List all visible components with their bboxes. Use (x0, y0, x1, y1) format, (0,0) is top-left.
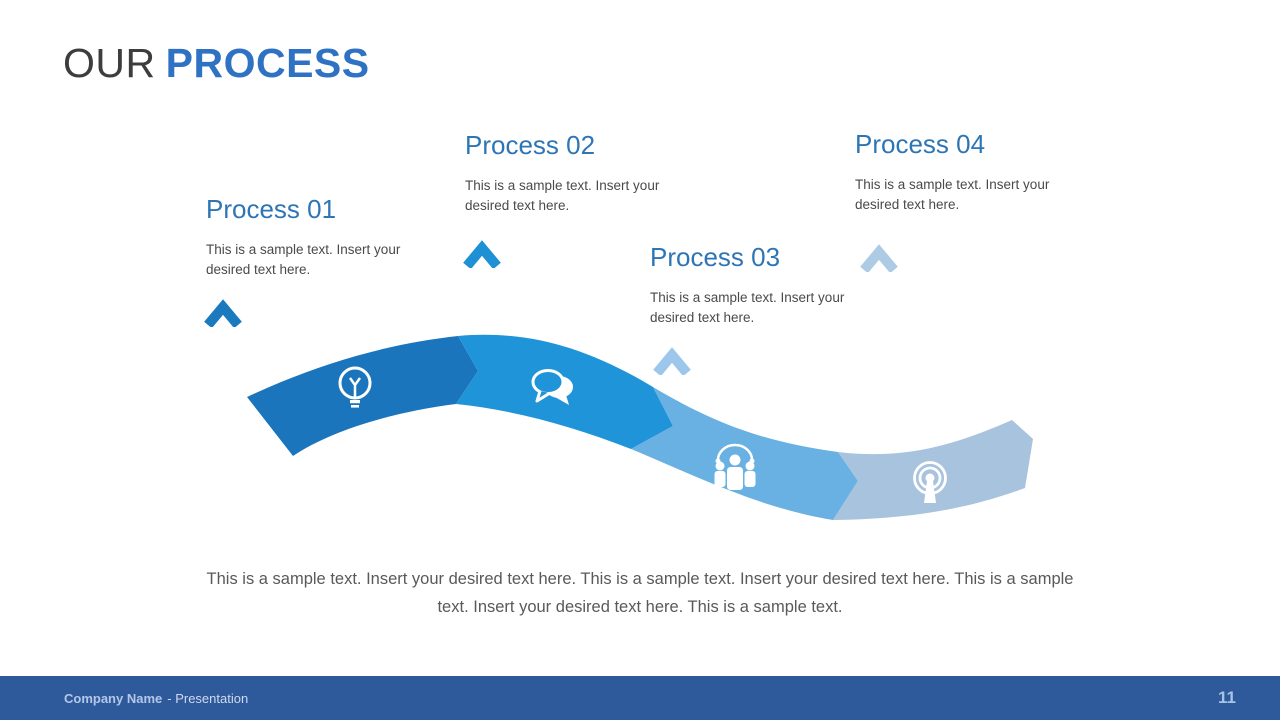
chevron-up-icon (204, 299, 242, 327)
process-step-1-title: Process 01 (206, 194, 337, 224)
footer-company-name: Company Name (64, 690, 163, 706)
process-step-2-title: Process 02 (465, 130, 596, 160)
bottom-sample-text: This is a sample text. Insert your desir… (206, 570, 1074, 616)
chevron-up-icon-stroke (204, 299, 242, 327)
chat-bubbles-icon (531, 369, 573, 405)
title-prefix: OUR (63, 40, 156, 86)
ribbon-segment-3 (631, 387, 858, 520)
footer-left-text: Company Name- Presentation (64, 691, 248, 706)
chevron-up-icon (653, 347, 691, 375)
broadcast-icon (913, 461, 947, 503)
process-step-2: Process 02 This is a sample text. Insert… (465, 130, 693, 215)
page-number: 11 (1218, 688, 1236, 707)
process-step-4: Process 04 This is a sample text. Insert… (855, 129, 1083, 214)
chevron-up-icon-stroke (860, 244, 898, 272)
chevron-up-icon (860, 244, 898, 272)
lightbulb-icon (338, 366, 372, 408)
chevron-up-icon-stroke (653, 347, 691, 375)
ribbon-segment-4 (833, 420, 1033, 520)
team-icon (714, 443, 756, 490)
process-step-3: Process 03 This is a sample text. Insert… (650, 242, 878, 327)
footer-subtitle: - Presentation (167, 690, 249, 706)
process-step-4-body: This is a sample text. Insert your desir… (855, 177, 1050, 212)
process-step-1: Process 01 This is a sample text. Insert… (206, 194, 434, 279)
process-step-1-body: This is a sample text. Insert your desir… (206, 242, 401, 277)
process-step-4-title: Process 04 (855, 129, 986, 159)
chevron-up-icon-stroke (463, 240, 501, 268)
chevron-up-icon (463, 240, 501, 268)
title-highlight: PROCESS (165, 40, 370, 86)
process-step-2-body: This is a sample text. Insert your desir… (465, 178, 660, 213)
footer-bar: Company Name- Presentation 11 (0, 676, 1280, 720)
process-step-3-body: This is a sample text. Insert your desir… (650, 290, 845, 325)
process-step-3-title: Process 03 (650, 242, 781, 272)
